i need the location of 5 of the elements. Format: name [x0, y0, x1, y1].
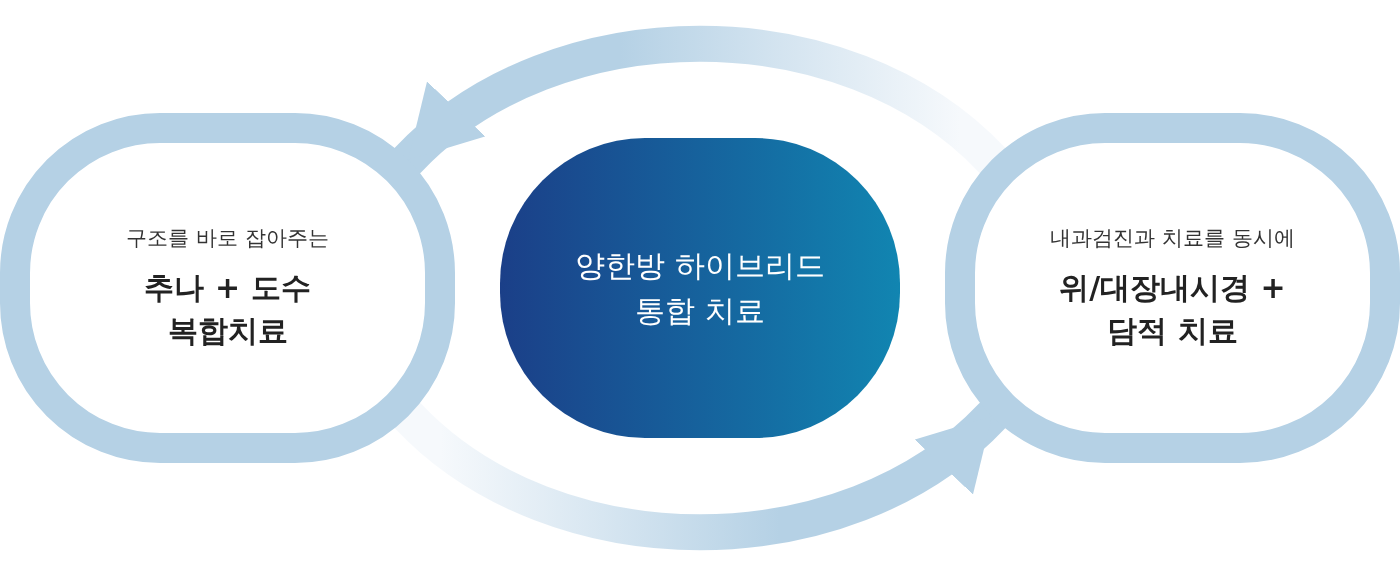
oval-subtitle: 구조를 바로 잡아주는 [126, 224, 329, 252]
oval-title: 추나 + 도수 복합치료 [143, 268, 312, 350]
oval-title: 위/대장내시경 + 담적 치료 [1058, 268, 1287, 350]
oval-subtitle: 내과검진과 치료를 동시에 [1050, 224, 1295, 252]
oval-title: 양한방 하이브리드 통합 치료 [574, 247, 826, 330]
